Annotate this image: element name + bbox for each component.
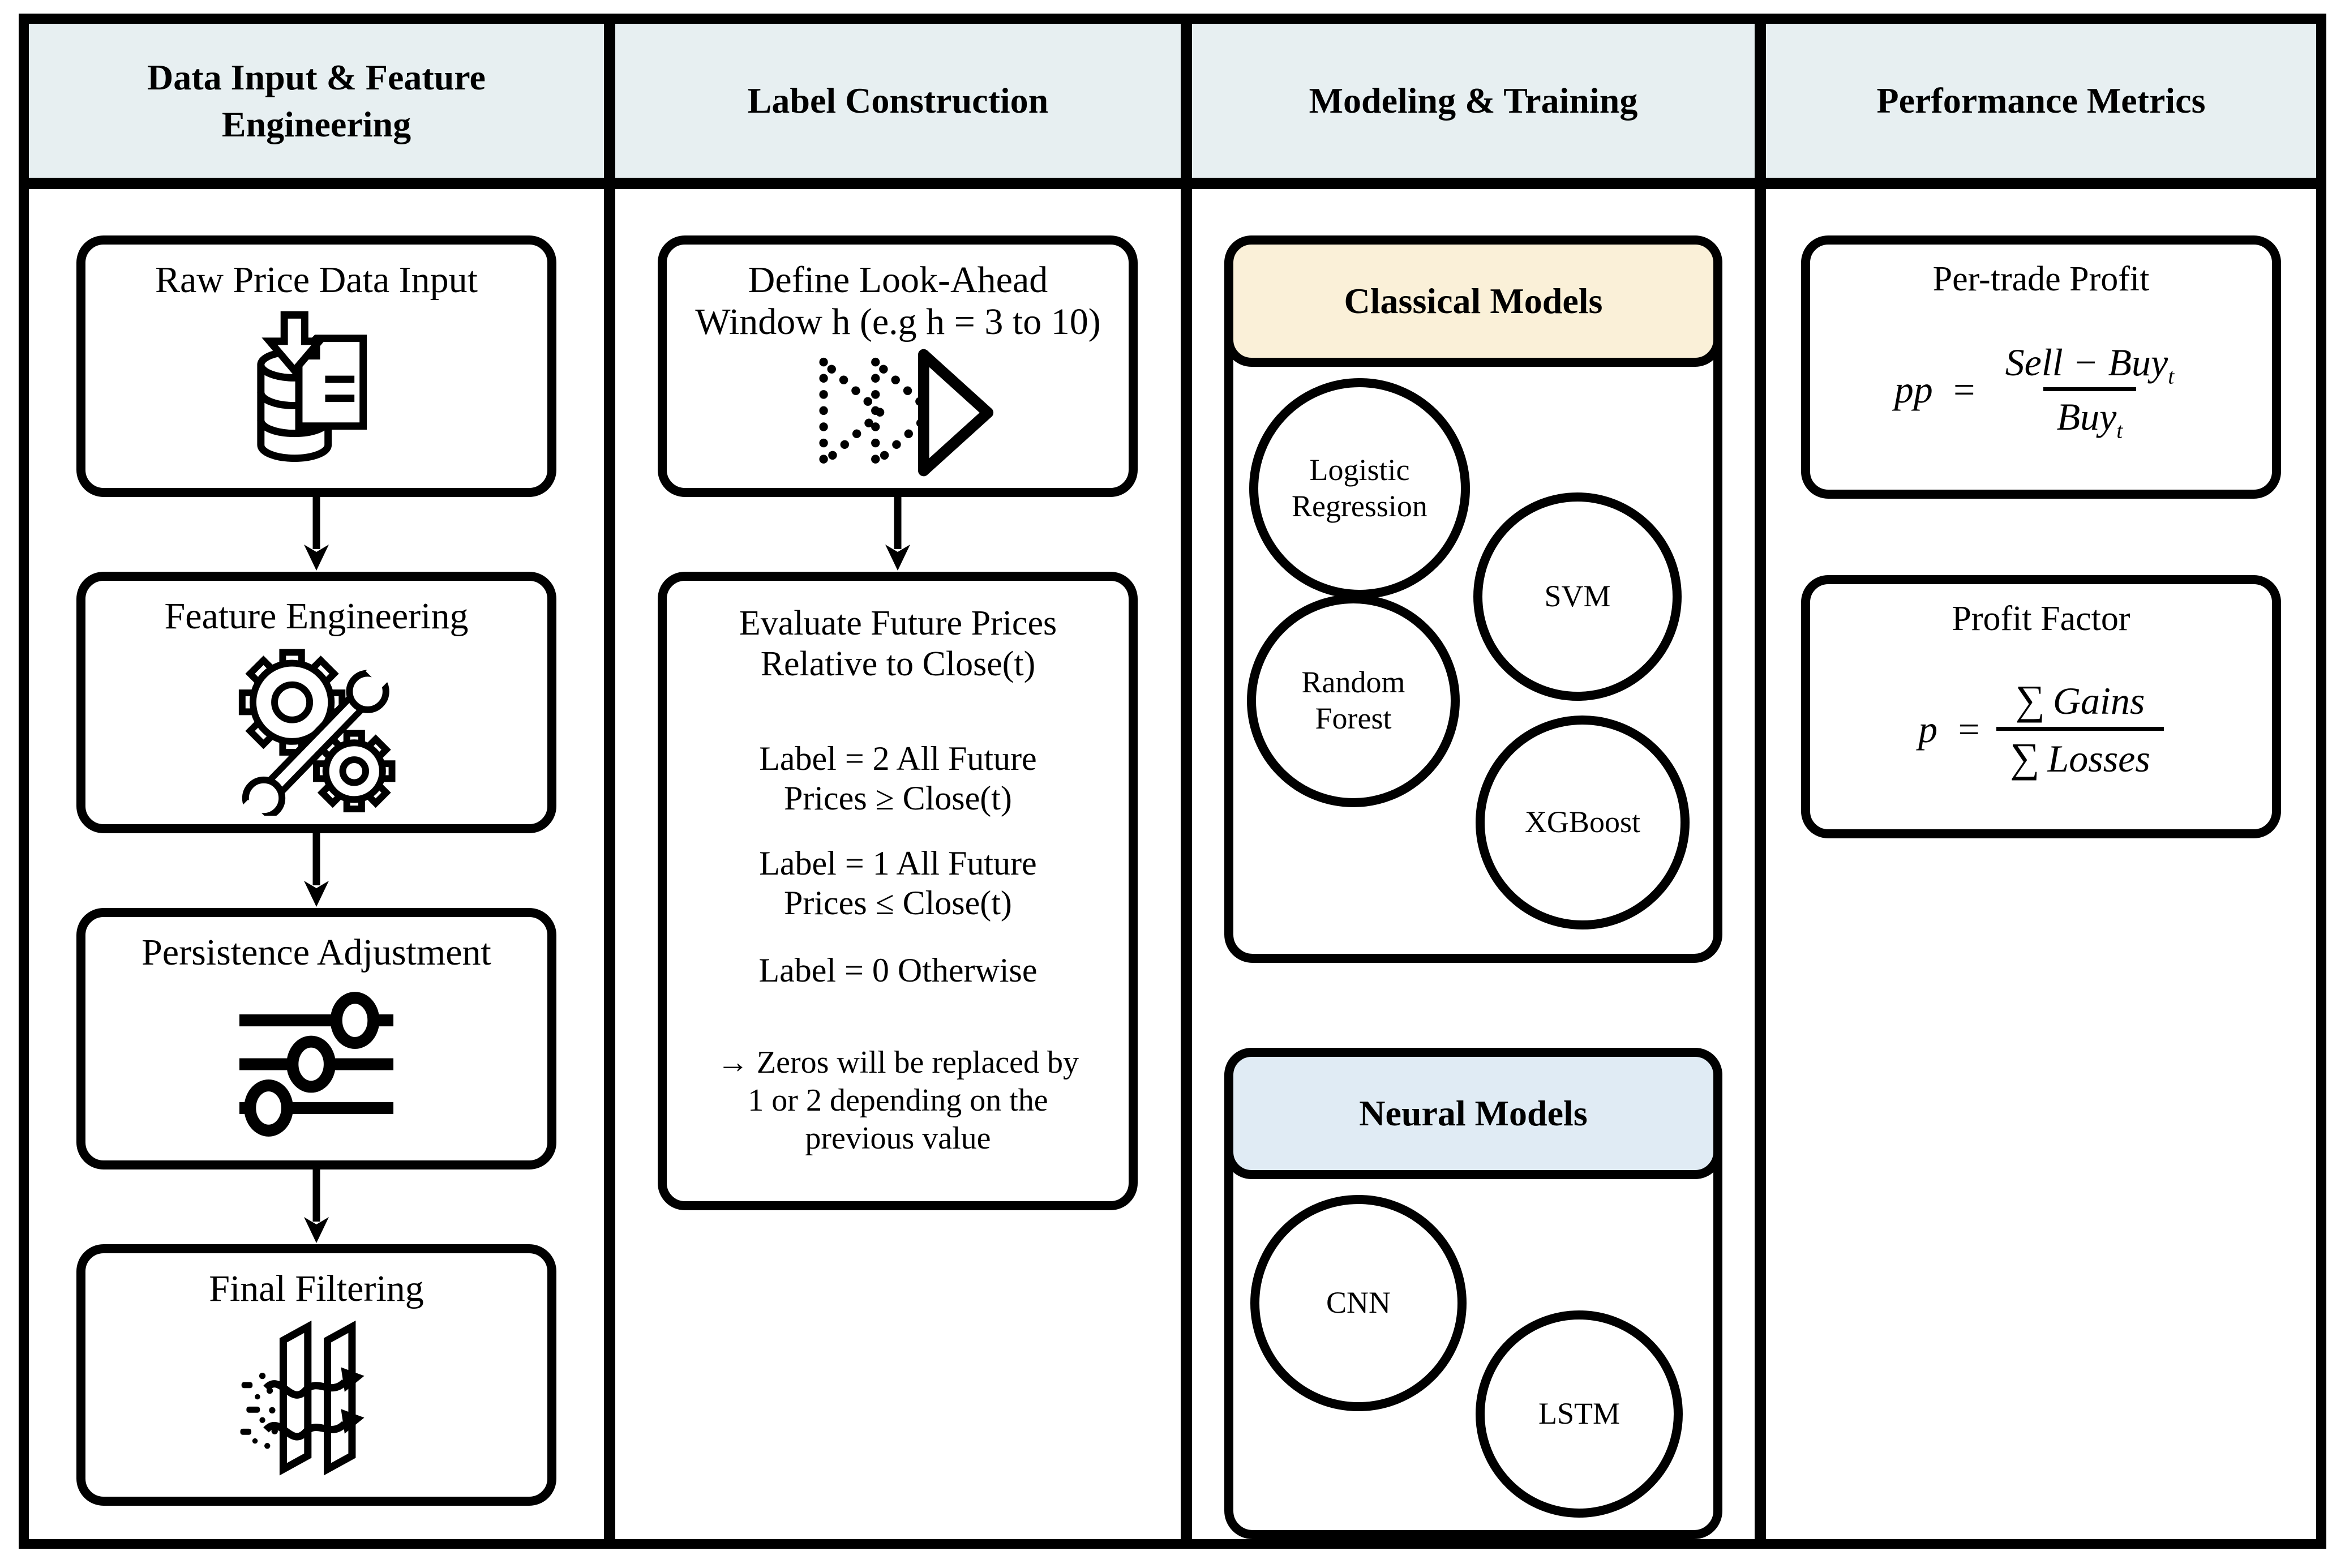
down-arrow-icon [303, 1169, 329, 1243]
model-circle-lstm: LSTM [1475, 1310, 1683, 1518]
evaluate-title-line: Evaluate Future Prices [739, 604, 1057, 642]
model-circle-logistic-regression: Logistic Regression [1249, 378, 1470, 599]
column-modeling-training: Classical Models Logistic Regression SVM… [1191, 189, 1755, 1539]
stage-label: Define Look-Ahead Window h (e.g h = 3 to… [695, 259, 1100, 343]
stage-label: Feature Engineering [164, 596, 469, 637]
metric-per-trade-profit: Per-trade Profit pp = Sell − Buyt Buyt [1800, 235, 2281, 499]
column-header-line: Label Construction [747, 80, 1049, 121]
label-rule-2: Label = 2 All Future Prices ≥ Close(t) [677, 739, 1118, 818]
model-circle-xgboost: XGBoost [1475, 716, 1690, 929]
stage-label: Final Filtering [209, 1268, 424, 1309]
stage-label: Persistence Adjustment [142, 932, 491, 973]
column-header-line: Modeling & Training [1309, 80, 1638, 121]
column-header-line: Data Input & Feature [147, 57, 486, 97]
model-label: LSTM [1538, 1396, 1620, 1431]
column-performance-metrics: Per-trade Profit pp = Sell − Buyt Buyt Pr… [1765, 189, 2316, 1539]
model-label: CNN [1326, 1286, 1391, 1320]
column-header-modeling-training: Modeling & Training [1191, 24, 1755, 178]
down-arrow-icon [303, 497, 329, 571]
note-line: 1 or 2 depending on the [748, 1082, 1048, 1118]
fraction-numerator: ∑Gains [2015, 676, 2145, 723]
neural-models-area: CNN LSTM [1233, 1179, 1713, 1530]
formula-lhs: pp [1894, 367, 1933, 411]
stage-label: Raw Price Data Input [155, 259, 478, 301]
formula-lhs: p [1918, 707, 1938, 751]
stage-evaluate-future-prices: Evaluate Future Prices Relative to Close… [658, 572, 1138, 1210]
model-label: Logistic Regression [1291, 453, 1427, 523]
evaluate-title-line: Relative to Close(t) [760, 644, 1036, 683]
column-data-input: Raw Price Data Input [29, 189, 604, 1539]
fraction-denominator: ∑Losses [1996, 726, 2164, 781]
label-rule-line: Label = 1 All Future [759, 845, 1037, 882]
sigma-symbol: ∑ [2010, 734, 2040, 781]
label-rule-line: Label = 2 All Future [759, 739, 1037, 777]
pipeline-diagram: Data Input & Feature Engineering Label C… [19, 14, 2326, 1549]
metric-title: Per-trade Profit [1932, 260, 2150, 298]
zeros-replacement-note: → Zeros will be replaced by 1 or 2 depen… [677, 1044, 1118, 1158]
gears-wrench-icon [229, 637, 404, 819]
stage-define-look-ahead: Define Look-Ahead Window h (e.g h = 3 to… [658, 235, 1138, 497]
neural-models-group: Neural Models CNN LSTM [1224, 1048, 1722, 1539]
stage-label-line: Define Look-Ahead [748, 259, 1048, 301]
per-trade-profit-formula: pp = Sell − Buyt Buyt [1894, 299, 2188, 479]
metric-profit-factor: Profit Factor p = ∑Gains ∑Losses [1800, 575, 2281, 838]
label-rule-0: Label = 0 Otherwise [758, 951, 1038, 989]
label-rule-1: Label = 1 All Future Prices ≤ Close(t) [677, 843, 1118, 923]
model-label: Random Forest [1301, 665, 1405, 735]
stage-final-filtering: Final Filtering [76, 1244, 556, 1506]
stage-feature-engineering: Feature Engineering [76, 572, 556, 833]
column-header-performance-metrics: Performance Metrics [1765, 24, 2316, 178]
stage-raw-price-data-input: Raw Price Data Input [76, 235, 556, 497]
column-label-construction: Define Look-Ahead Window h (e.g h = 3 to… [615, 189, 1181, 1539]
fast-forward-icon [799, 343, 997, 482]
metric-title: Profit Factor [1952, 599, 2130, 638]
filter-icon [223, 1310, 410, 1491]
classical-models-group: Classical Models Logistic Regression SVM… [1224, 235, 1722, 963]
stage-persistence-adjustment: Persistence Adjustment [76, 908, 556, 1169]
column-header-line: Performance Metrics [1876, 80, 2206, 121]
column-header-data-input: Data Input & Feature Engineering [29, 24, 604, 178]
label-rule-line: Prices ≤ Close(t) [784, 884, 1012, 922]
column-header-line: Engineering [221, 104, 411, 144]
equals-sign: = [1956, 707, 1982, 751]
fraction: Sell − Buyt Buyt [1992, 340, 2188, 442]
model-circle-cnn: CNN [1250, 1195, 1467, 1411]
fraction-numerator: Sell − Buyt [2005, 340, 2175, 389]
model-label: SVM [1544, 579, 1611, 614]
note-line: → Zeros will be replaced by [717, 1044, 1079, 1080]
equals-sign: = [1950, 367, 1977, 411]
down-arrow-icon [303, 833, 329, 907]
note-line: previous value [805, 1121, 991, 1156]
classical-models-header: Classical Models [1224, 235, 1722, 367]
stage-label-line: Window h (e.g h = 3 to 10) [695, 301, 1101, 342]
label-rule-line: Prices ≥ Close(t) [784, 779, 1012, 817]
neural-models-header: Neural Models [1224, 1048, 1722, 1179]
fraction-denominator: Buyt [2043, 387, 2137, 442]
evaluate-title: Evaluate Future Prices Relative to Close… [677, 603, 1118, 685]
column-header-label-construction: Label Construction [615, 24, 1181, 178]
model-circle-random-forest: Random Forest [1246, 594, 1460, 807]
model-label: XGBoost [1524, 805, 1640, 839]
sigma-symbol: ∑ [2015, 676, 2045, 723]
database-import-icon [229, 301, 404, 482]
down-arrow-icon [885, 497, 911, 571]
profit-factor-formula: p = ∑Gains ∑Losses [1918, 639, 2164, 819]
classical-models-area: Logistic Regression SVM Random Forest XG… [1233, 367, 1713, 954]
fraction: ∑Gains ∑Losses [1996, 676, 2164, 781]
sliders-icon [223, 974, 410, 1155]
model-circle-svm: SVM [1473, 492, 1682, 701]
